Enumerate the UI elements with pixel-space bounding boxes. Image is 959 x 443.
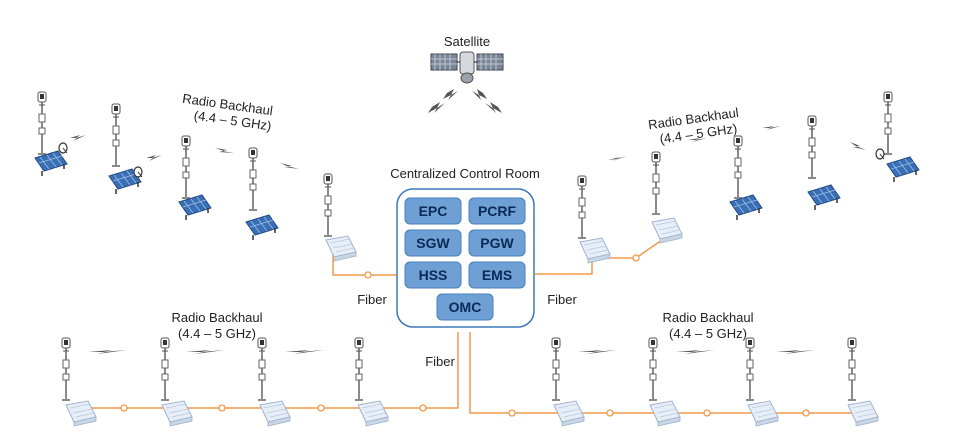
module-label-omc: OMC bbox=[449, 299, 482, 315]
tower-icon bbox=[733, 135, 743, 199]
solar-panel-icon bbox=[807, 184, 841, 211]
upper-right-cluster bbox=[577, 91, 920, 264]
module-epc bbox=[404, 197, 462, 225]
base-station-icon bbox=[325, 235, 357, 262]
tower-icon bbox=[111, 103, 121, 167]
module-label-pcrf: PCRF bbox=[478, 203, 517, 219]
bottom-right-radio-links bbox=[578, 350, 815, 354]
tower-icon bbox=[651, 151, 661, 215]
tower-icon bbox=[257, 337, 267, 401]
dish-icon bbox=[133, 166, 143, 178]
tower-icon bbox=[248, 147, 258, 211]
backhaul-title-bottom-right: Radio Backhaul bbox=[662, 310, 753, 325]
control-room-title: Centralized Control Room bbox=[390, 166, 540, 181]
base-station-icon bbox=[357, 400, 389, 427]
module-omc bbox=[436, 293, 494, 321]
upper-left-radio-links bbox=[70, 135, 299, 169]
backhaul-band-bottom-left: (4.4 – 5 GHz) bbox=[178, 326, 256, 341]
bottom-left-radio-links bbox=[88, 350, 324, 354]
bottom-left-chain bbox=[61, 337, 389, 427]
tower-icon bbox=[37, 91, 47, 155]
base-station-icon bbox=[649, 400, 681, 427]
tower-icon bbox=[61, 337, 71, 401]
module-hss bbox=[404, 261, 462, 289]
base-station-icon bbox=[259, 400, 291, 427]
tower-icon bbox=[883, 91, 893, 155]
tower-icon bbox=[551, 337, 561, 401]
tower-icon bbox=[648, 337, 658, 401]
module-label-hss: HSS bbox=[419, 267, 448, 283]
module-pgw bbox=[468, 229, 526, 257]
tower-icon bbox=[807, 115, 817, 179]
module-pcrf bbox=[468, 197, 526, 225]
module-label-pgw: PGW bbox=[480, 235, 514, 251]
upper-right-radio-links bbox=[608, 126, 866, 161]
backhaul-band-bottom-right: (4.4 – 5 GHz) bbox=[669, 326, 747, 341]
tower-icon bbox=[577, 175, 587, 239]
satellite-label: Satellite bbox=[444, 34, 490, 49]
base-station-icon bbox=[847, 400, 879, 427]
base-station-icon bbox=[579, 237, 611, 264]
base-station-icon bbox=[747, 400, 779, 427]
dish-icon bbox=[875, 148, 885, 160]
tower-icon bbox=[354, 337, 364, 401]
base-station-icon bbox=[65, 400, 97, 427]
solar-panel-icon bbox=[886, 156, 920, 183]
module-sgw bbox=[404, 229, 462, 257]
solar-panel-icon bbox=[245, 214, 279, 241]
fiber-label-left: Fiber bbox=[357, 292, 387, 307]
dish-icon bbox=[58, 142, 68, 154]
tower-icon bbox=[847, 337, 857, 401]
module-ems bbox=[468, 261, 526, 289]
satellite-radio-links bbox=[428, 89, 502, 113]
fiber-label-center: Fiber bbox=[425, 354, 455, 369]
tower-icon bbox=[160, 337, 170, 401]
tower-icon bbox=[745, 337, 755, 401]
module-label-ems: EMS bbox=[482, 267, 512, 283]
tower-icon bbox=[323, 173, 333, 237]
satellite-icon bbox=[430, 51, 504, 84]
backhaul-title-bottom-left: Radio Backhaul bbox=[171, 310, 262, 325]
base-station-icon bbox=[553, 400, 585, 427]
fiber-label-right: Fiber bbox=[547, 292, 577, 307]
module-label-epc: EPC bbox=[419, 203, 448, 219]
module-label-sgw: SGW bbox=[416, 235, 450, 251]
base-station-icon bbox=[651, 217, 683, 244]
base-station-icon bbox=[161, 400, 193, 427]
tower-icon bbox=[181, 135, 191, 199]
